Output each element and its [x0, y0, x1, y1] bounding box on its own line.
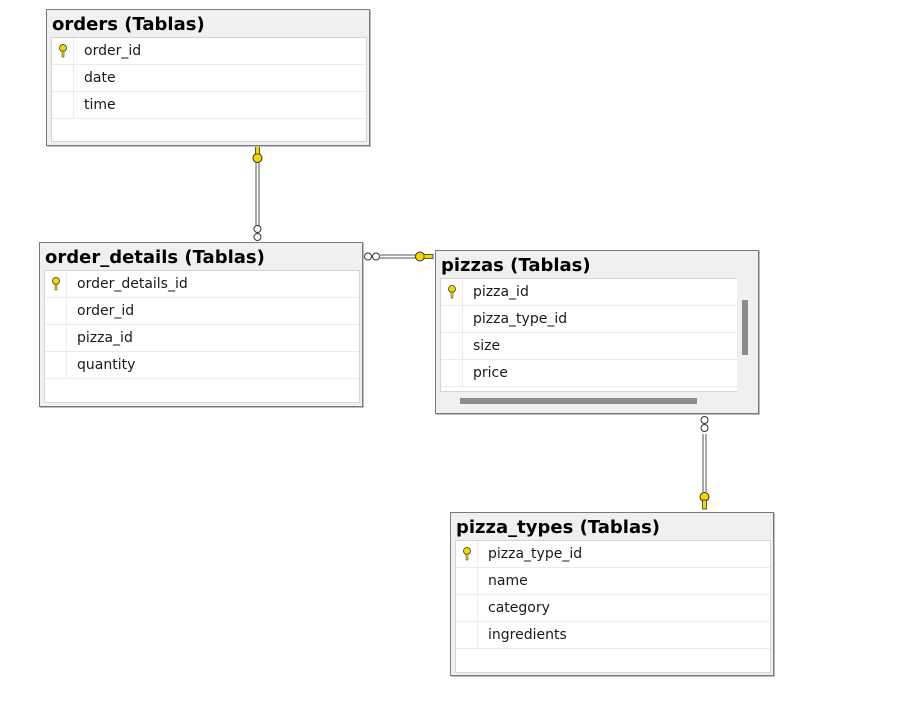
column-row[interactable]: time — [52, 92, 366, 119]
column-name: date — [84, 70, 116, 86]
table-order-details[interactable]: order_details (Tablas) order_details_id … — [39, 242, 363, 407]
column-name: order_details_id — [77, 276, 188, 292]
column-row[interactable]: pizza_id — [441, 279, 737, 306]
table-orders[interactable]: orders (Tablas) order_id date time — [46, 9, 370, 146]
table-pizzas[interactable]: pizzas (Tablas) pizza_id pizza_type_id s… — [435, 250, 759, 414]
column-row[interactable]: pizza_id — [45, 325, 359, 352]
relationship-pizza-types-pizzas[interactable] — [699, 416, 710, 510]
column-row[interactable]: price — [441, 360, 737, 387]
many-end-infinity-icon — [364, 252, 380, 261]
one-end-key-icon — [699, 492, 710, 510]
column-name: pizza_type_id — [473, 311, 568, 327]
vertical-scrollbar[interactable] — [742, 300, 748, 355]
primary-key-icon — [59, 44, 67, 58]
column-row[interactable]: quantity — [45, 352, 359, 379]
table-title: order_details (Tablas) — [45, 247, 265, 268]
column-name: pizza_id — [473, 284, 529, 300]
column-grid: pizza_id pizza_type_id size price — [440, 278, 737, 392]
column-row[interactable]: size — [441, 333, 737, 360]
column-name: category — [488, 600, 550, 616]
column-name: size — [473, 338, 501, 354]
primary-key-icon — [448, 285, 456, 299]
column-name: order_id — [77, 303, 135, 319]
column-row[interactable]: ingredients — [456, 622, 770, 649]
column-row[interactable]: pizza_type_id — [456, 541, 770, 568]
table-title: pizza_types (Tablas) — [456, 517, 661, 538]
column-grid: order_id date time — [51, 37, 367, 142]
column-name: time — [84, 97, 116, 113]
relationship-orders-order-details[interactable] — [252, 145, 263, 241]
horizontal-scrollbar[interactable] — [460, 398, 697, 404]
column-grid: pizza_type_id name category ingredients — [455, 540, 771, 673]
table-pizza-types[interactable]: pizza_types (Tablas) pizza_type_id name … — [450, 512, 774, 676]
column-name: ingredients — [488, 627, 567, 643]
column-row[interactable]: date — [52, 65, 366, 92]
column-name: price — [473, 365, 508, 381]
one-end-key-icon — [252, 145, 263, 163]
column-name: order_id — [84, 43, 142, 59]
column-row[interactable]: order_id — [52, 38, 366, 65]
relationship-pizzas-order-details[interactable] — [364, 251, 434, 262]
table-title: pizzas (Tablas) — [441, 255, 591, 276]
many-end-infinity-icon — [253, 225, 262, 241]
one-end-key-icon — [415, 251, 434, 262]
column-row[interactable]: name — [456, 568, 770, 595]
column-row[interactable]: category — [456, 595, 770, 622]
column-row[interactable]: order_details_id — [45, 271, 359, 298]
column-grid: order_details_id order_id pizza_id quant… — [44, 270, 360, 403]
column-row[interactable]: pizza_type_id — [441, 306, 737, 333]
table-title: orders (Tablas) — [52, 14, 205, 35]
column-name: name — [488, 573, 528, 589]
column-name: pizza_id — [77, 330, 133, 346]
column-name: quantity — [77, 357, 136, 373]
primary-key-icon — [52, 277, 60, 291]
primary-key-icon — [463, 547, 471, 561]
many-end-infinity-icon — [700, 416, 709, 432]
column-row[interactable]: order_id — [45, 298, 359, 325]
column-name: pizza_type_id — [488, 546, 583, 562]
